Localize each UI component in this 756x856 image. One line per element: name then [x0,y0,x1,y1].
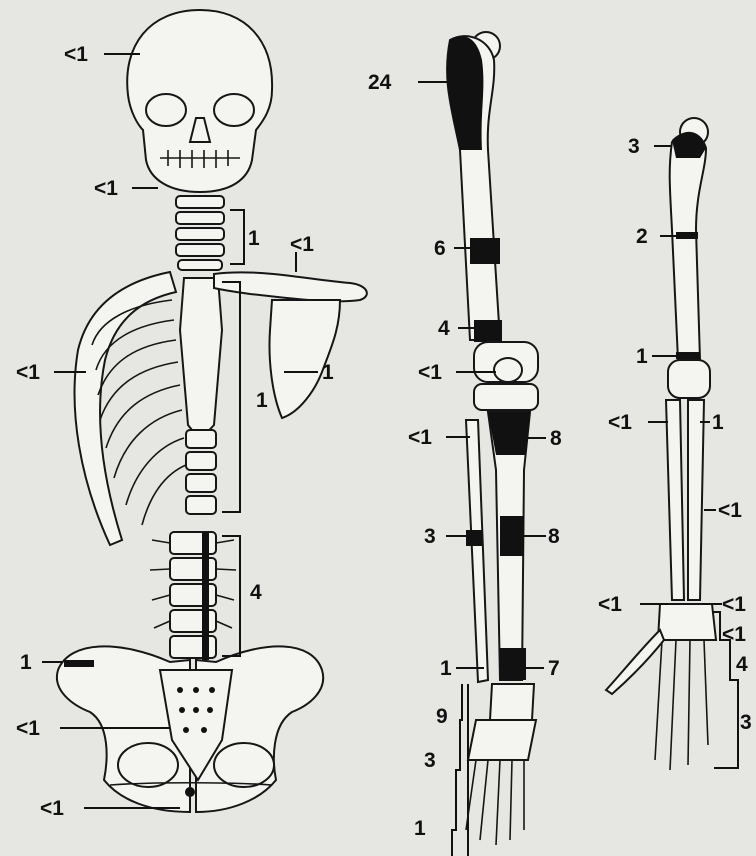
elbow-drawing [668,360,710,398]
femur-drawing [447,32,502,342]
metatarsals-label: 3 [424,750,436,771]
sternum-thoracic-spine-label: 1 [256,390,268,411]
toes-label: 1 [414,818,426,839]
femur-shaft-label: 6 [434,238,446,259]
proximal-radius-label: <1 [608,412,632,433]
fingers-label: 3 [740,712,752,733]
skull-label: <1 [64,44,88,65]
scapula-label: 1 [322,362,334,383]
fibula-shaft-label: 3 [424,526,436,547]
proximal-ulna-label: 1 [712,412,724,433]
thoracic-lumbar-spine-drawing [150,430,236,660]
proximal-humerus-label: 3 [628,136,640,157]
scapula-drawing [270,300,341,418]
lumbar-spine-label: 4 [250,582,262,603]
distal-fibula-label: 1 [440,658,452,679]
proximal-femur-label: 24 [368,72,391,93]
sternum-drawing [180,278,222,440]
radius-ulna-drawing [666,400,704,600]
mandible-label: <1 [94,178,118,199]
carpals-label: <1 [722,624,746,645]
hand-drawing [606,604,716,770]
sacrum-label: <1 [16,718,40,739]
knee-drawing [474,342,538,410]
ribs-label: <1 [16,362,40,383]
distal-femur-label: 4 [438,318,450,339]
skull-drawing [127,10,272,192]
tarsals-label: 9 [436,706,448,727]
tibia-shaft-label: 8 [548,526,560,547]
distal-ulna-label: <1 [722,594,746,615]
patella-label: <1 [418,362,442,383]
ilium-label: 1 [20,652,32,673]
proximal-fibula-label: <1 [408,427,432,448]
pubis-label: <1 [40,798,64,819]
tibia-fibula-drawing [466,412,530,682]
cervical-spine-label: 1 [248,228,260,249]
proximal-tibia-label: 8 [550,428,562,449]
humerus-drawing [670,118,708,360]
clavicle-drawing [214,272,367,301]
humerus-shaft-label: 2 [636,226,648,247]
pelvis-drawing [57,646,323,812]
foot-drawing [466,684,536,845]
clavicle-label: <1 [290,234,314,255]
distal-tibia-label: 7 [548,658,560,679]
metacarpals-label: 4 [736,654,748,675]
ulna-shaft-label: <1 [718,500,742,521]
cervical-spine-drawing [176,196,224,270]
distal-humerus-label: 1 [636,346,648,367]
ribcage-drawing [75,272,186,545]
distal-radius-label: <1 [598,594,622,615]
